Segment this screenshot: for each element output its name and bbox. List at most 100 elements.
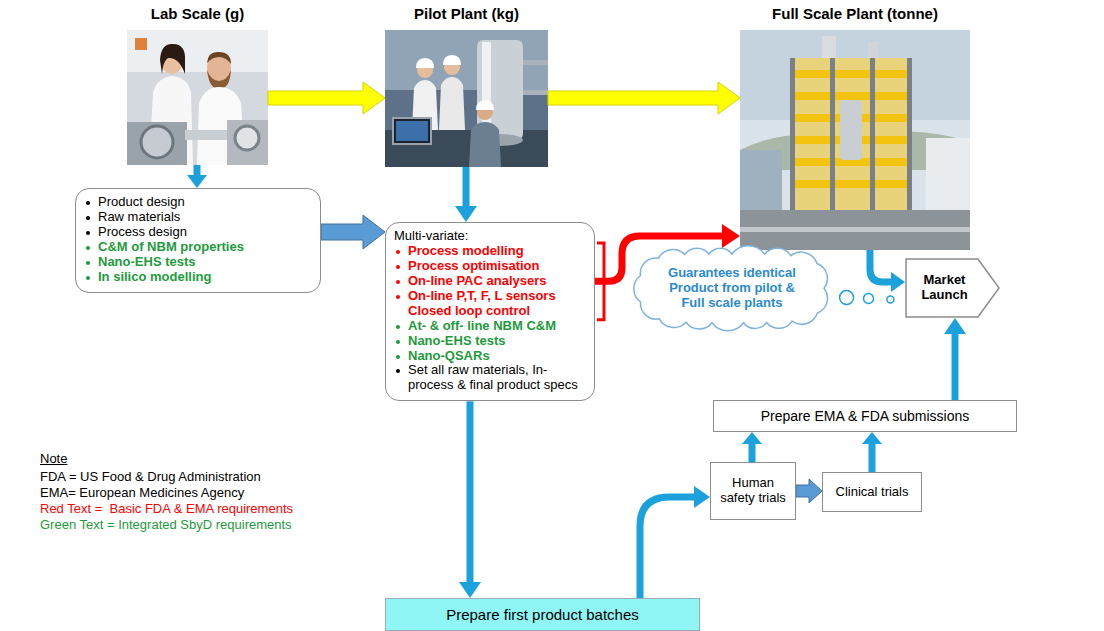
- list-heading: Multi-variate:: [394, 229, 586, 244]
- full-plant-photo-part: [790, 180, 912, 188]
- pilot-photo-part: [443, 55, 461, 65]
- box-text: Clinical trials: [836, 485, 909, 500]
- pilot-photo-part: [385, 30, 548, 90]
- shape-outline: [906, 259, 999, 317]
- full-plant-photo-part: [870, 58, 875, 212]
- flow-arrow: [870, 250, 905, 292]
- arrow-head: [722, 224, 740, 248]
- arrow-head: [862, 432, 882, 444]
- lab-photo-part: [160, 44, 185, 74]
- pilot-photo-part: [523, 60, 548, 65]
- box-text: Prepare first product batches: [446, 606, 639, 623]
- connector-line: [467, 401, 474, 586]
- photo-heading: Full Scale Plant (tonne): [670, 5, 1040, 22]
- full-plant-photo-part: [740, 30, 970, 250]
- process-box: Human safety trials: [710, 462, 796, 520]
- shape-outline: [634, 246, 828, 331]
- bullet-item: Set all raw materials, In-process & fina…: [394, 363, 586, 393]
- flow-arrow: [268, 82, 385, 114]
- arrow-head: [742, 432, 762, 444]
- pilot-photo-part: [416, 58, 434, 68]
- bullet-item: Nano-EHS tests: [84, 255, 312, 270]
- lab-photo-part: [127, 30, 268, 72]
- photo-frame: Full Scale Plant (tonne): [740, 30, 970, 250]
- flow-arrow: [548, 82, 740, 114]
- full-plant-photo-part: [740, 210, 970, 250]
- pilot-photo-part: [393, 118, 431, 144]
- full-plant-photo-part: [740, 227, 970, 232]
- process-box: Clinical trials: [822, 472, 922, 512]
- note-text: EMA= European Medicines Agency: [40, 486, 244, 501]
- connector-line: [952, 329, 959, 400]
- lab-photo-part: [185, 130, 230, 140]
- photo-frame: Lab Scale (g): [127, 30, 268, 165]
- milestone-arrow: Market Launch: [905, 258, 1000, 318]
- full-plant-photo-part: [790, 92, 912, 100]
- bullet-item: Nano-QSARs: [394, 349, 586, 364]
- pilot-photo: [385, 30, 548, 167]
- note-text: Note: [40, 452, 67, 467]
- full-plant-photo-part: [926, 138, 970, 212]
- bullet-item: Process design: [84, 225, 312, 240]
- bullet-item: In silico modelling: [84, 270, 312, 285]
- full-plant-photo-part: [790, 58, 795, 212]
- process-band: Prepare first product batches: [385, 598, 700, 631]
- full-plant-photo-part: [830, 58, 835, 212]
- bullet-item: Nano-EHS tests: [394, 334, 586, 349]
- bullet-item: At- & off- line NBM C&M: [394, 319, 586, 334]
- arrow-head: [455, 206, 477, 222]
- connector-line: [640, 497, 699, 598]
- lab-photo-part: [235, 126, 259, 150]
- thought-connector: [840, 291, 894, 305]
- lab-photo-part: [135, 38, 147, 50]
- stage-box: Multi-variate:Process modellingProcess o…: [385, 222, 595, 401]
- flow-arrow: [459, 401, 481, 598]
- bullet-item: Process optimisation: [394, 259, 586, 274]
- photo-heading: Lab Scale (g): [57, 5, 338, 22]
- box-text: Prepare EMA & FDA submissions: [761, 408, 970, 424]
- lab-photo-part: [127, 122, 187, 165]
- full-plant-photo-part: [790, 70, 912, 78]
- lab-photo-part: [127, 30, 268, 165]
- note-text: Red Text = Basic FDA & EMA requirements: [40, 502, 293, 517]
- flow-arrow: [455, 167, 477, 222]
- lab-photo-part: [207, 70, 231, 89]
- flow-arrow: [321, 215, 385, 249]
- note-text: FDA = US Food & Drug Administration: [40, 470, 261, 485]
- thought-bubble: [864, 294, 874, 304]
- full-plant-photo-part: [907, 58, 912, 212]
- flow-arrow: [796, 479, 822, 503]
- lab-photo-part: [207, 52, 231, 64]
- flow-arrow: [862, 432, 882, 472]
- pilot-photo-part: [469, 122, 501, 167]
- flow-arrow: [944, 318, 966, 400]
- arrow-head: [187, 175, 207, 188]
- pilot-photo-part: [396, 121, 428, 141]
- bullet-item: On-line PAC analysers: [394, 274, 586, 289]
- box-text: Guarantees identical Product from pilot …: [656, 266, 808, 311]
- full-plant-photo: [740, 30, 970, 250]
- bullet-item: Raw materials: [84, 210, 312, 225]
- flow-arrow: [742, 432, 762, 462]
- bullet-item: Process modelling: [394, 244, 586, 259]
- block-arrow: [268, 82, 385, 114]
- box-text: Market Launch: [913, 273, 976, 303]
- pilot-photo-part: [439, 77, 465, 130]
- flow-arrow: [187, 165, 207, 188]
- box-text: Human safety trials: [715, 476, 791, 506]
- block-arrow: [548, 82, 740, 114]
- lab-photo-part: [227, 120, 268, 165]
- lab-photo: [127, 30, 268, 165]
- connector-line: [869, 440, 876, 472]
- bullet-item: On-line P,T, F, L sensors Closed loop co…: [394, 289, 586, 319]
- thought-bubble: [840, 291, 854, 305]
- arrow-head: [944, 318, 966, 334]
- note-text: Green Text = Integrated SbyD requirement…: [40, 518, 292, 533]
- bullet-item: C&M of NBM properties: [84, 240, 312, 255]
- connector-line: [463, 167, 470, 211]
- pilot-photo-part: [385, 30, 548, 167]
- stage-box: Product designRaw materialsProcess desig…: [75, 188, 321, 293]
- pilot-photo-part: [523, 90, 548, 95]
- arrow-head: [694, 486, 710, 508]
